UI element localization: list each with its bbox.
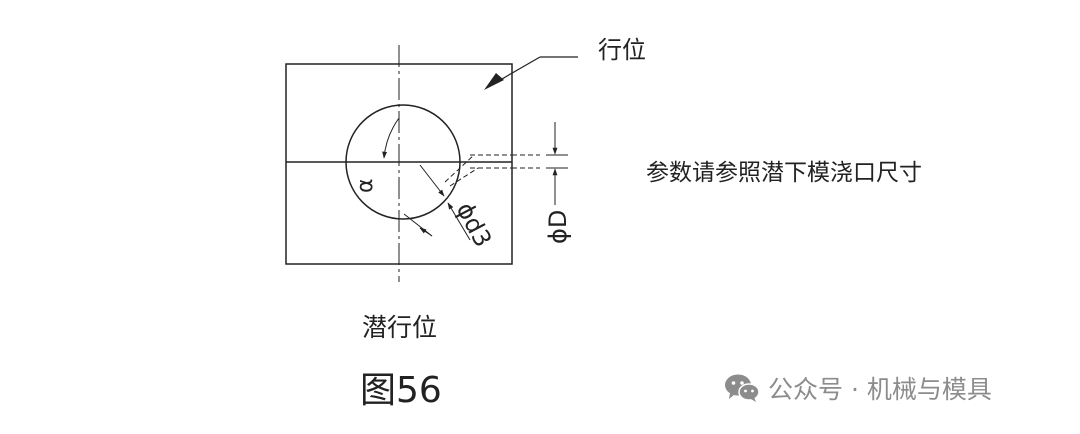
cavity-circle [345, 104, 461, 220]
D-dimension [546, 122, 568, 205]
d3-label: ϕd3 [451, 198, 497, 252]
parameter-note: 参数请参照潜下模浇口尺寸 [646, 160, 922, 186]
angle-dimension [382, 117, 400, 159]
drawing-caption: 潜行位 [362, 313, 437, 342]
watermark-text: 公众号 · 机械与模具 [768, 375, 992, 404]
angle-label: α [353, 178, 378, 193]
figure-number: 图56 [360, 370, 442, 411]
slider-leader [484, 56, 578, 90]
d3-dimension [403, 164, 471, 241]
sub-gate [444, 154, 540, 187]
watermark: 公众号 · 机械与模具 [724, 370, 992, 406]
wechat-icon [725, 374, 760, 402]
slider-label: 行位 [598, 36, 646, 64]
D-label: ϕD [544, 210, 572, 244]
